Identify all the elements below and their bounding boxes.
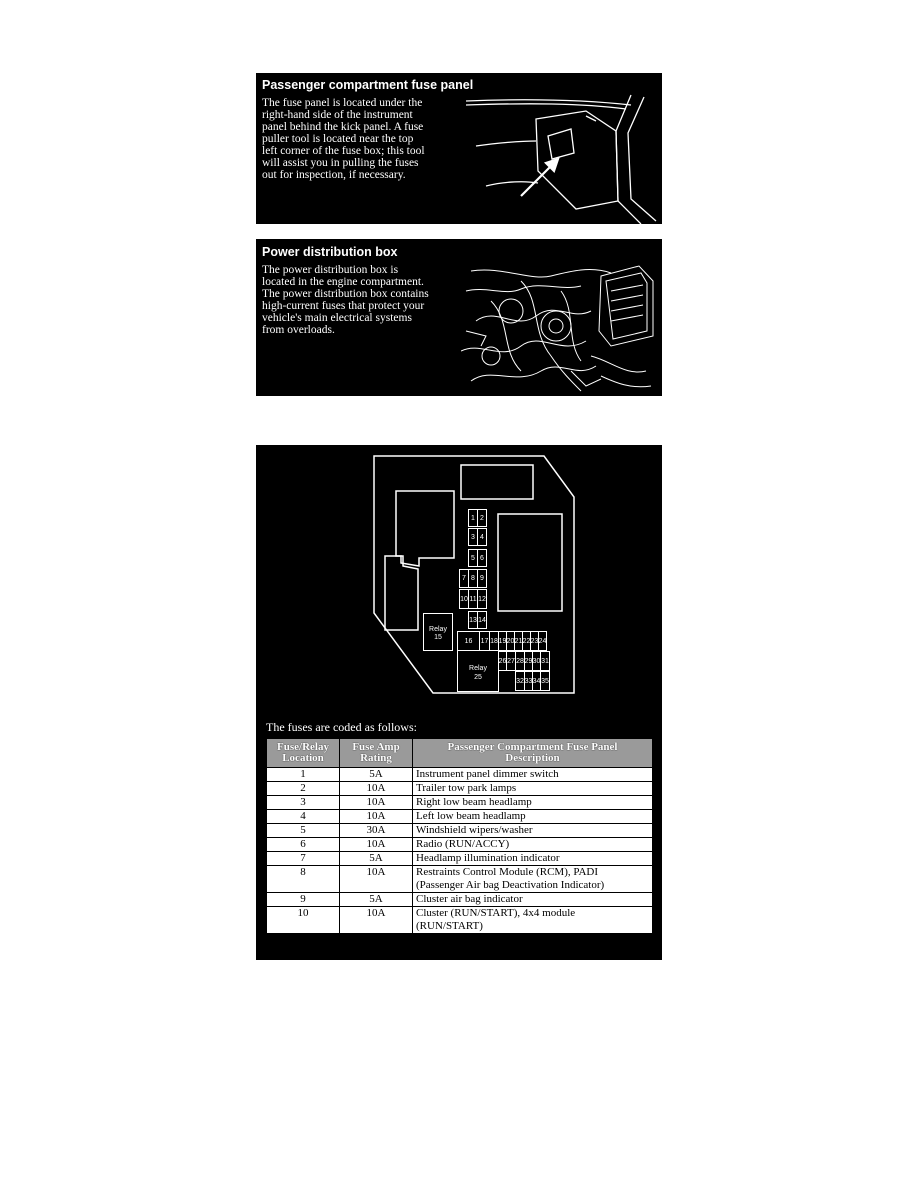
power-box-description: The power distribution box is located in…	[262, 264, 429, 336]
fuse-16: 16	[457, 631, 480, 651]
fuse-location: 10	[266, 906, 340, 934]
table-row: 6 10A Radio (RUN/ACCY)	[266, 837, 653, 852]
relay-25: Relay 25	[457, 650, 499, 692]
fuse-panel-outline	[373, 455, 575, 694]
fuse-12: 12	[477, 589, 487, 609]
engine-compartment-illustration	[461, 265, 654, 392]
power-distribution-box-figure: Power distribution box The power distrib…	[256, 239, 662, 396]
fuse-35: 35	[540, 671, 550, 691]
fuse-rating: 10A	[339, 837, 413, 852]
fuse-6: 6	[477, 549, 487, 567]
fuse-rating: 10A	[339, 809, 413, 824]
fuse-14: 14	[477, 611, 487, 629]
fuse-location: 6	[266, 837, 340, 852]
fuse-description: Right low beam headlamp	[412, 795, 653, 810]
table-row: 3 10A Right low beam headlamp	[266, 795, 653, 810]
table-row: 7 5A Headlamp illumination indicator	[266, 851, 653, 866]
fuse-panel-diagram-and-table: 1 2 3 4 5 6 7 8 9 10 11 12 13 14 16 17 1…	[256, 445, 662, 960]
fuse-location: 9	[266, 892, 340, 907]
table-row: 9 5A Cluster air bag indicator	[266, 892, 653, 907]
fuse-description: Left low beam headlamp	[412, 809, 653, 824]
table-row: 8 10A Restraints Control Module (RCM), P…	[266, 865, 653, 893]
fuse-description: Headlamp illumination indicator	[412, 851, 653, 866]
fuse-location: 7	[266, 851, 340, 866]
fuse-description: Cluster air bag indicator	[412, 892, 653, 907]
fuse-location: 1	[266, 767, 340, 782]
fuse-rating: 10A	[339, 865, 413, 893]
fuse-description: Instrument panel dimmer switch	[412, 767, 653, 782]
table-row: 4 10A Left low beam headlamp	[266, 809, 653, 824]
fuse-description: Cluster (RUN/START), 4x4 module(RUN/STAR…	[412, 906, 653, 934]
fuse-rating: 10A	[339, 781, 413, 796]
passenger-fuse-panel-figure: Passenger compartment fuse panel The fus…	[256, 73, 662, 224]
fuse-location: 2	[266, 781, 340, 796]
table-row: 5 30A Windshield wipers/washer	[266, 823, 653, 838]
fuse-table-intro: The fuses are coded as follows:	[266, 720, 417, 734]
fuse-location: 3	[266, 795, 340, 810]
fuse-rating: 10A	[339, 906, 413, 934]
fuse-description: Radio (RUN/ACCY)	[412, 837, 653, 852]
fuse-description: Trailer tow park lamps	[412, 781, 653, 796]
fuse-description: Restraints Control Module (RCM), PADI(Pa…	[412, 865, 653, 893]
fuse-location: 8	[266, 865, 340, 893]
table-row: 1 5A Instrument panel dimmer switch	[266, 767, 653, 782]
relay-15: Relay 15	[423, 613, 453, 651]
fuse-2: 2	[477, 509, 487, 527]
table-row: 2 10A Trailer tow park lamps	[266, 781, 653, 796]
fuse-31: 31	[540, 651, 550, 671]
passenger-panel-description: The fuse panel is located under the righ…	[262, 97, 425, 181]
fuse-rating: 5A	[339, 767, 413, 782]
fuse-24: 24	[538, 631, 547, 651]
passenger-panel-title: Passenger compartment fuse panel	[262, 78, 474, 92]
fuse-9: 9	[477, 569, 487, 588]
fuse-4: 4	[477, 528, 487, 546]
fuse-rating: 5A	[339, 851, 413, 866]
table-row: 10 10A Cluster (RUN/START), 4x4 module(R…	[266, 906, 653, 934]
fuse-rating: 5A	[339, 892, 413, 907]
fuse-rating: 30A	[339, 823, 413, 838]
fuse-description: Windshield wipers/washer	[412, 823, 653, 838]
power-box-title: Power distribution box	[262, 245, 398, 259]
kick-panel-illustration	[466, 94, 657, 224]
fuse-location: 5	[266, 823, 340, 838]
fuse-rating: 10A	[339, 795, 413, 810]
fuse-location: 4	[266, 809, 340, 824]
